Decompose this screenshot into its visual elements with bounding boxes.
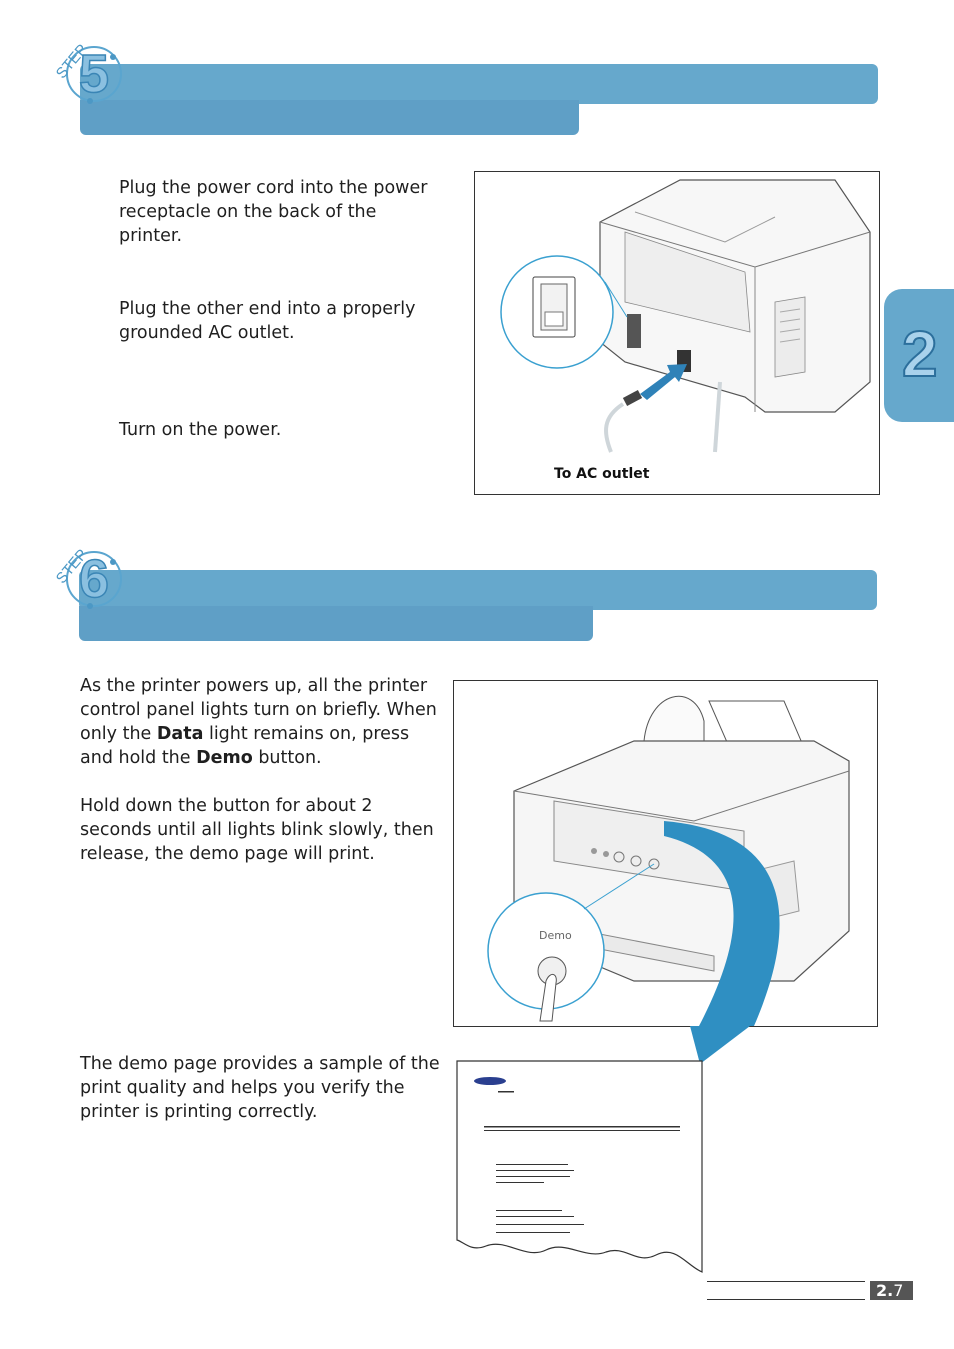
step6-banner <box>79 570 877 610</box>
arrow-head-graphic <box>690 1026 750 1064</box>
printer-back-illustration <box>500 179 871 453</box>
step6-number: 6 <box>79 549 109 609</box>
step6-para-3: The demo page provides a sample of the p… <box>80 1054 440 1122</box>
chapter-number: 2 <box>901 318 939 390</box>
step6-para-1-text-a: As the printer powers up, all the printe… <box>80 676 437 744</box>
step5-badge: STEP 5 <box>53 41 122 105</box>
page-number: 2.7 <box>876 1281 903 1300</box>
footer-rule-bottom <box>707 1299 865 1300</box>
demo-button-label: Demo <box>196 748 253 768</box>
step5-para-3: Turn on the power. <box>119 420 282 440</box>
power-cord-figure: To AC outlet <box>474 171 880 495</box>
demo-zoom-label: Demo <box>539 929 572 942</box>
chapter-tab: 2 <box>884 289 954 422</box>
printer-front-illustration: Demo <box>487 695 850 1026</box>
step6-para-1: As the printer powers up, all the printe… <box>80 674 440 770</box>
page-number-badge: 2.7 <box>870 1281 913 1300</box>
page-number-page: 7 <box>893 1281 904 1300</box>
demo-page-illustration <box>456 1060 703 1273</box>
step6-banner-tab <box>79 606 593 641</box>
step6-para-1-text-c: light remains on, press and hold the <box>80 724 410 768</box>
step5-para-2: Plug the other end into a properly groun… <box>119 299 416 343</box>
step5-number: 5 <box>79 44 109 104</box>
step6-badge: STEP 6 <box>53 546 122 610</box>
step5-banner <box>80 64 878 104</box>
step5-banner-tab <box>80 100 579 135</box>
step5-para-1: Plug the power cord into the power recep… <box>119 178 428 246</box>
step6-para-2: Hold down the button for about 2 seconds… <box>80 796 434 864</box>
power-figure-caption: To AC outlet <box>554 466 650 482</box>
demo-page-sample <box>456 1060 704 1275</box>
page-number-chapter: 2. <box>876 1281 894 1300</box>
demo-print-figure: Demo <box>453 680 878 1027</box>
footer-rule-top <box>707 1281 865 1282</box>
step6-para-1-text-e: button. <box>252 748 322 768</box>
data-light-label: Data <box>156 724 204 744</box>
